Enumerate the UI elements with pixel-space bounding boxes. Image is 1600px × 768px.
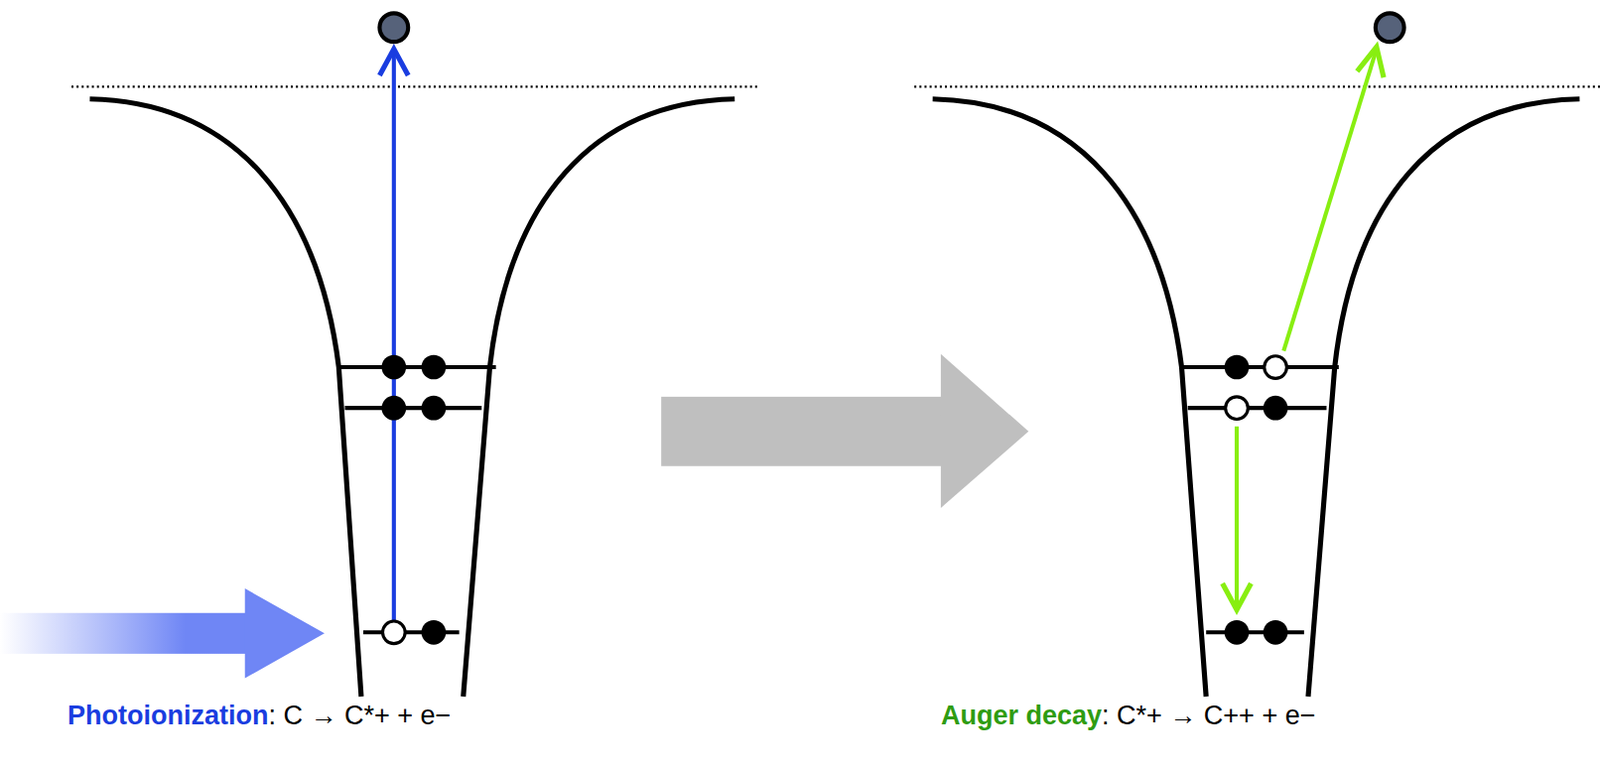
- caption: Auger decay: C*+ → C++ + e−: [940, 700, 1316, 732]
- caption: Photoionization: C → C*+ + e−: [67, 700, 451, 732]
- potential-well: [71, 86, 758, 697]
- electrons: [379, 12, 446, 645]
- process-name: Auger decay: [940, 700, 1102, 731]
- reaction-equation: : C → C*+ + e−: [267, 700, 451, 731]
- potential-well: [914, 86, 1600, 697]
- electrons: [1224, 12, 1405, 645]
- process-name: Photoionization: [67, 700, 268, 731]
- reaction-equation: : C*+ → C++ + e−: [1101, 700, 1316, 731]
